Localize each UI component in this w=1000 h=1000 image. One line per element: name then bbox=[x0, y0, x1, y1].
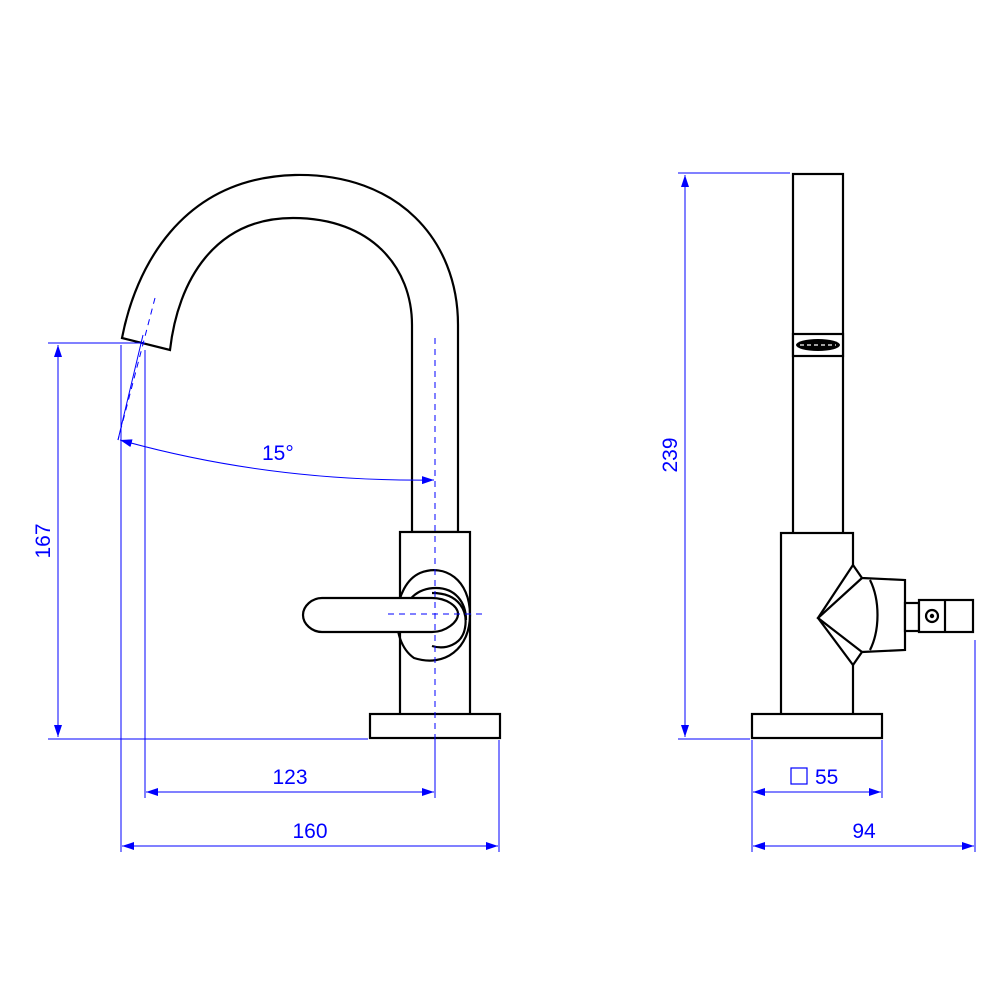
coupling bbox=[903, 601, 921, 633]
label-239: 239 bbox=[659, 437, 682, 472]
angled-joint bbox=[816, 563, 907, 667]
label-167: 167 bbox=[32, 523, 55, 558]
front-view bbox=[120, 173, 502, 740]
label-94: 94 bbox=[852, 820, 876, 843]
side-dimensions bbox=[678, 172, 976, 852]
side-base-plate bbox=[750, 712, 884, 740]
spout bbox=[120, 173, 460, 534]
label-15-degrees: 15° bbox=[262, 442, 294, 465]
front-centerlines bbox=[117, 297, 482, 740]
front-dimensions bbox=[48, 334, 500, 852]
lever-collar bbox=[431, 591, 467, 649]
side-view bbox=[750, 172, 975, 740]
lever-handle bbox=[301, 596, 460, 634]
label-55: 55 bbox=[815, 766, 838, 789]
square-symbol-icon bbox=[790, 767, 808, 785]
dim-arc-15 bbox=[119, 439, 435, 485]
label-160: 160 bbox=[292, 820, 327, 843]
label-123: 123 bbox=[272, 766, 307, 789]
